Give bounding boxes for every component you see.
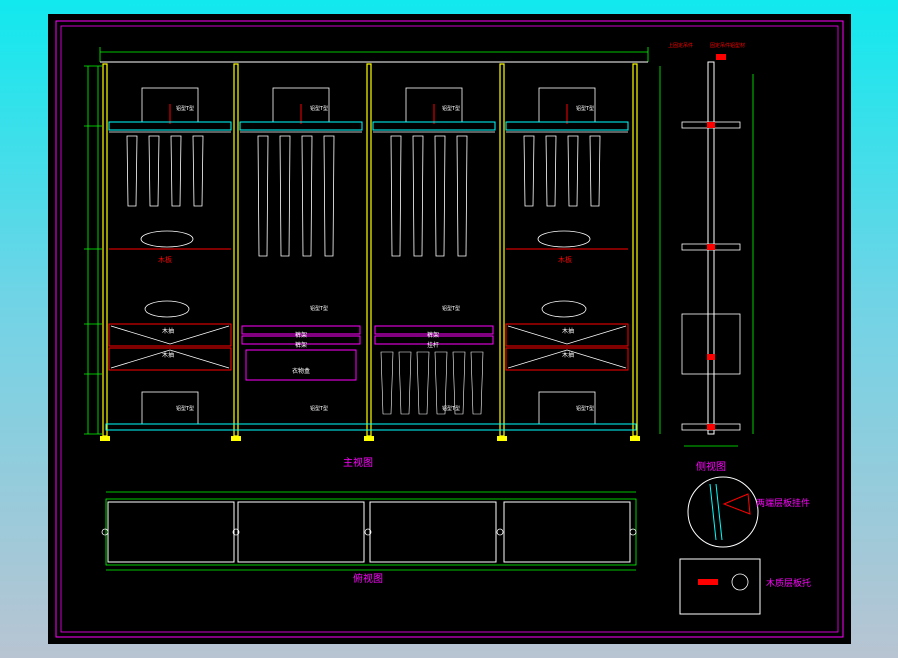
hanging-garment [456,135,468,257]
alu-t-label-6: 铝型T型 [442,305,460,312]
hanging-garment [567,135,579,207]
side-view-title: 侧视图 [696,460,726,473]
drawing-frame [55,20,844,638]
hanging-garment [523,135,535,207]
drawer-front [505,323,629,347]
hanging-trousers [434,351,448,415]
front-left-dimension [84,65,102,435]
hanging-garment [545,135,557,207]
shelf-label-bay4: 木板 [558,255,572,264]
drawer-diagonal [507,349,627,369]
belt-tray [245,349,357,381]
alu-t-label-3: 铝型T型 [442,105,460,112]
plan-bays [107,501,631,563]
alu-t-label-10: 铝型T型 [576,405,594,412]
hanging-trousers [380,351,394,415]
hanging-garment [434,135,446,257]
alu-t-label-2: 铝型T型 [310,105,328,112]
detail-bracket: 木质层板托 [679,558,811,615]
plan-post-circles [101,528,637,536]
side-header-left: 上固定吊件 [668,42,693,49]
front-view-title: 主视图 [343,456,373,469]
alu-t-label-8: 铝型T型 [310,405,328,412]
belt-tray-label: 衣物盒 [292,367,310,375]
hanging-trousers [470,351,484,415]
hanging-garment [170,135,182,207]
hanging-garment [323,135,335,257]
detail-fitting-label: 两端层板挂件 [756,497,810,509]
trouser-rack [374,335,494,345]
front-posts [102,63,638,437]
hanging-garment [589,135,601,207]
detail-fitting: 两端层板挂件 [687,476,810,548]
front-bottom-rail [105,423,637,431]
hanging-garment [279,135,291,257]
hanging-rail-label-3: 挂杆 [427,341,439,349]
hanging-garment [126,135,138,207]
folded-clothes [541,300,587,318]
hanging-garment [192,135,204,207]
front-top-dimension [99,47,649,62]
drawer-label-1a: 木抽 [162,327,174,335]
folded-clothes [144,300,190,318]
drawer-front [108,347,232,371]
cad-canvas: 主视图 木板 木板 木抽 木抽 木抽 木抽 裤架 裤架 衣物盒 裤架 挂杆 铝型… [48,14,851,644]
hanging-garment [257,135,269,257]
hanging-garment [148,135,160,207]
front-feet [100,436,640,441]
side-shelves [681,121,741,431]
drawer-front [505,347,629,371]
drawer-label-4b: 木抽 [562,351,574,359]
drawer-diagonal [110,349,230,369]
plan-view: 俯视图 [101,491,637,585]
front-view: 主视图 木板 木板 木抽 木抽 木抽 木抽 裤架 裤架 衣物盒 裤架 挂杆 铝型… [84,47,649,469]
alu-t-label-5: 铝型T型 [310,305,328,312]
front-bays [108,87,629,425]
side-dimensions [659,66,754,447]
trouser-rack-label-2b: 裤架 [295,341,307,349]
drawer-label-4a: 木抽 [562,327,574,335]
drawer-diagonal [507,325,627,345]
side-header-right: 固定吊件铝型材 [710,42,745,49]
drawer-diagonal [110,325,230,345]
alu-t-label-4: 铝型T型 [576,105,594,112]
hanging-rail [108,121,232,131]
side-view: 上固定吊件 固定吊件铝型材 侧视图 [659,42,754,473]
alu-t-label-7: 铝型T型 [176,405,194,412]
trouser-rack [241,335,361,345]
hanging-rail [505,121,629,131]
drawer-label-1b: 木抽 [162,351,174,359]
hanging-rail [239,121,363,131]
hanging-rail [372,121,496,131]
folded-clothes [537,230,591,248]
detail-bracket-label: 木质层板托 [766,577,811,589]
hanging-garment [301,135,313,257]
trouser-rack-label-2a: 裤架 [295,331,307,339]
hanging-trousers [398,351,412,415]
side-top-hanger [716,54,726,60]
side-brackets [707,122,715,430]
plan-view-title: 俯视图 [353,572,383,585]
alu-t-label-1: 铝型T型 [176,105,194,112]
trouser-rack [241,325,361,335]
hanging-garment [412,135,424,257]
hanging-trousers [416,351,430,415]
alu-t-label-9: 铝型T型 [442,405,460,412]
hanging-trousers [452,351,466,415]
folded-clothes [140,230,194,248]
cad-drawing: 主视图 木板 木板 木抽 木抽 木抽 木抽 裤架 裤架 衣物盒 裤架 挂杆 铝型… [55,20,844,638]
hanging-garment [390,135,402,257]
trouser-rack [374,325,494,335]
drawer-front [108,323,232,347]
shelf-label-bay1: 木板 [158,255,172,264]
trouser-rack-label-3a: 裤架 [427,331,439,339]
